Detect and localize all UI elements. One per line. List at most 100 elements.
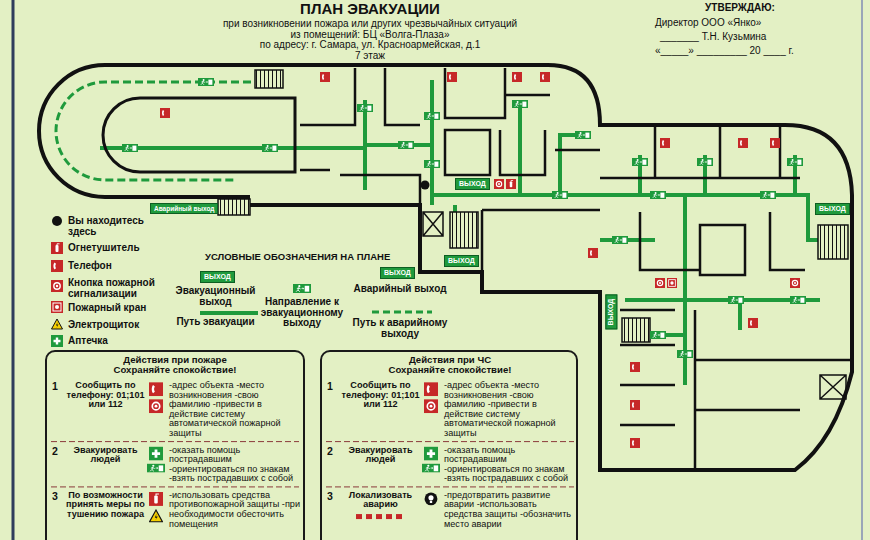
legend-text: Пожарный кран bbox=[68, 303, 168, 314]
legend-heading: УСЛОВНЫЕ ОБОЗНАЧЕНИЯ НА ПЛАНЕ bbox=[205, 252, 417, 262]
direction-sign bbox=[677, 350, 693, 358]
inner-wall bbox=[640, 212, 700, 270]
row-divider bbox=[326, 486, 574, 487]
panel-subheading: Сохраняйте спокойствие! bbox=[326, 365, 574, 375]
approval-date: «_____» _________ 20 ____ г. bbox=[655, 46, 855, 57]
alarm-button-icon bbox=[655, 278, 665, 288]
inner-wall bbox=[700, 225, 745, 275]
alarm-button-swatch bbox=[51, 280, 63, 292]
evacuation-path bbox=[100, 146, 365, 150]
direction-sign bbox=[398, 141, 414, 149]
direction-sign bbox=[512, 100, 528, 108]
step-action: Сообщить по телефону: 01;101 или 112 bbox=[338, 381, 423, 410]
direction-sign bbox=[632, 158, 648, 166]
direction-sign bbox=[424, 112, 440, 120]
hydrant-icon bbox=[667, 278, 677, 288]
direction-sign bbox=[612, 236, 628, 244]
exit-sign: ВЫХОД bbox=[200, 271, 235, 283]
panel-icon bbox=[422, 464, 440, 473]
inner-wall bbox=[103, 98, 295, 172]
legend-text: Путь эвакуации bbox=[168, 317, 263, 328]
legend-text: Телефон bbox=[68, 261, 168, 272]
direction-sign bbox=[787, 158, 803, 166]
stair-symbol bbox=[818, 225, 848, 259]
inner-wall bbox=[482, 210, 600, 272]
panel-icon bbox=[149, 399, 163, 413]
phone-icon bbox=[660, 138, 670, 148]
phone-icon bbox=[588, 248, 598, 258]
evacuation-path bbox=[560, 135, 585, 195]
legend-text: Эвакуационный выход bbox=[168, 286, 263, 307]
stair-symbol bbox=[622, 318, 650, 342]
direction-sign bbox=[357, 104, 373, 112]
hazard-bar bbox=[356, 514, 362, 519]
panel-subheading: Сохраняйте спокойствие! bbox=[51, 365, 299, 375]
hazard-bar bbox=[376, 514, 382, 519]
you-are-here-swatch bbox=[52, 216, 62, 226]
step-action: По возможности принять меры по тушению п… bbox=[63, 491, 148, 520]
step-number: 3 bbox=[327, 491, 339, 502]
step-action: Локализовать аварию bbox=[338, 491, 423, 510]
inner-wall bbox=[300, 169, 330, 172]
extinguisher-icon bbox=[506, 179, 516, 189]
exit-sign: ВЫХОД bbox=[815, 203, 850, 215]
floor-label: 7 этаж bbox=[170, 51, 570, 62]
phone-icon bbox=[320, 72, 330, 82]
exit-sign-text: Аварийный выход bbox=[154, 205, 214, 212]
hazard-bar bbox=[366, 514, 372, 519]
legend-text: Электрощиток bbox=[68, 320, 168, 331]
frame-edge bbox=[861, 0, 863, 540]
path-swatch bbox=[200, 311, 258, 315]
phone-icon bbox=[160, 108, 170, 118]
panel-icon bbox=[149, 382, 163, 396]
step-number: 2 bbox=[52, 446, 64, 457]
outer-wall bbox=[39, 65, 852, 470]
inner-wall bbox=[600, 177, 800, 180]
panel-icon bbox=[424, 399, 438, 413]
exit-sign-text: ВЫХОД bbox=[819, 205, 846, 213]
direction-sign bbox=[552, 191, 568, 199]
step-details: -использовать средства противопожарной з… bbox=[169, 491, 300, 529]
exit-sign: ВЫХОД bbox=[444, 255, 479, 267]
inner-wall bbox=[385, 68, 420, 125]
legend-text: Аптечка bbox=[68, 336, 168, 347]
stairs bbox=[218, 70, 848, 342]
step-number: 3 bbox=[52, 491, 64, 502]
phone-icon bbox=[540, 72, 550, 82]
hazard-bar bbox=[386, 514, 392, 519]
stair-symbol bbox=[218, 199, 250, 215]
evacuation-path bbox=[430, 80, 434, 205]
direction-sign bbox=[262, 144, 278, 152]
step-details: -адрес объекта -место возникновения -сво… bbox=[444, 381, 575, 438]
phone-icon bbox=[447, 72, 457, 82]
frame-edge bbox=[12, 0, 15, 540]
phone-icon bbox=[630, 362, 640, 372]
row-divider bbox=[51, 441, 299, 442]
exit-sign-text: ВЫХОД bbox=[204, 273, 231, 281]
panel-swatch bbox=[52, 319, 63, 329]
inner-wall bbox=[620, 310, 675, 425]
direction-sign bbox=[697, 158, 713, 166]
evacuation-path bbox=[518, 100, 522, 195]
panel-icon bbox=[424, 447, 438, 461]
direction-sign bbox=[790, 296, 806, 304]
panel-heading: Действия при пожаре bbox=[51, 355, 299, 365]
direction-sign bbox=[760, 191, 776, 199]
walls bbox=[39, 65, 852, 470]
step-action: Сообщить по телефону: 01;101 или 112 bbox=[63, 381, 148, 410]
inner-wall bbox=[300, 68, 355, 125]
direction-swatch bbox=[293, 284, 311, 293]
exit-sign-text: ВЫХОД bbox=[448, 257, 475, 265]
stair-symbol bbox=[255, 70, 283, 88]
legend-text: Аварийный выход bbox=[350, 284, 450, 295]
stair-symbol bbox=[450, 212, 478, 248]
row-divider bbox=[326, 441, 574, 442]
phone-icon bbox=[748, 318, 758, 328]
phone-icon bbox=[512, 72, 522, 82]
direction-sign bbox=[650, 191, 666, 199]
phone-icon bbox=[770, 138, 780, 148]
legend-text: Направление к эвакуационному выходу bbox=[252, 297, 352, 329]
exit-sign: ВЫХОД bbox=[455, 178, 490, 190]
elevator-symbol bbox=[423, 212, 443, 236]
